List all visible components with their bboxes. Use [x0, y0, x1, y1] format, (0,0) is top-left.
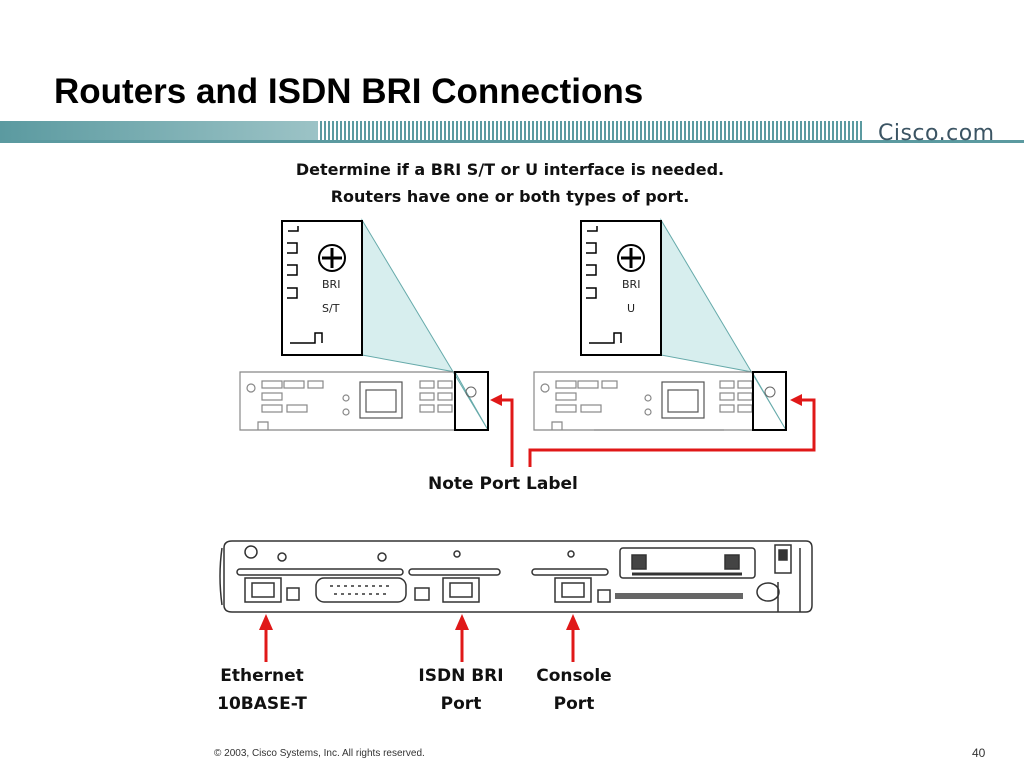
cisco-logo: Cisco.com — [878, 121, 995, 146]
instruction-line-2: Routers have one or both types of port. — [330, 187, 690, 206]
port-label-ethernet-line2: 10BASE-T — [217, 694, 307, 714]
isdn-bri-port-icon — [442, 577, 480, 603]
title-banner — [0, 121, 1024, 143]
serial-port-icon — [315, 577, 407, 603]
note-port-label: Note Port Label — [428, 474, 578, 494]
wic-module-left — [239, 371, 489, 431]
port-label-highlight-right — [752, 371, 787, 431]
port-label-ethernet-line1: Ethernet — [220, 666, 304, 686]
router-back-panel — [219, 540, 813, 613]
port-label-console: Console Port — [504, 662, 644, 718]
arrow-head-console — [566, 614, 580, 630]
slide-title: Routers and ISDN BRI Connections — [54, 72, 644, 111]
port-label-highlight-left — [454, 371, 489, 431]
power-switch-icon — [756, 582, 780, 602]
callout-bri-u — [580, 220, 662, 356]
arrow-head-isdn — [455, 614, 469, 630]
zoom-wedge-left — [361, 218, 489, 431]
port-label-isdn-bri: ISDN BRI Port — [391, 662, 531, 718]
console-port-icon — [554, 577, 592, 603]
callout-right-label-1: BRI — [622, 278, 641, 291]
zoom-wedge-right — [660, 218, 787, 431]
port-label-ethernet: Ethernet 10BASE-T — [192, 662, 332, 718]
ethernet-port-icon — [244, 577, 282, 603]
arrow-head-ethernet — [259, 614, 273, 630]
arrow-head-right — [790, 394, 802, 406]
port-arrows — [264, 626, 575, 662]
arrow-head-left — [490, 394, 502, 406]
callout-left-label-1: BRI — [322, 278, 341, 291]
screw-icon — [318, 244, 346, 272]
port-label-console-line1: Console — [536, 666, 612, 686]
port-label-isdn-line1: ISDN BRI — [418, 666, 504, 686]
instruction-line-1: Determine if a BRI S/T or U interface is… — [295, 160, 725, 179]
note-arrows — [500, 398, 816, 467]
callout-left-label-2: S/T — [322, 302, 340, 315]
wic-module-right — [533, 371, 787, 431]
page-number: 40 — [972, 746, 986, 760]
port-label-isdn-line2: Port — [440, 694, 482, 714]
callout-bri-st — [281, 220, 363, 356]
screw-icon — [617, 244, 645, 272]
port-label-console-line2: Port — [553, 694, 595, 714]
callout-right-label-2: U — [627, 302, 636, 315]
copyright-footer: © 2003, Cisco Systems, Inc. All rights r… — [214, 748, 425, 759]
